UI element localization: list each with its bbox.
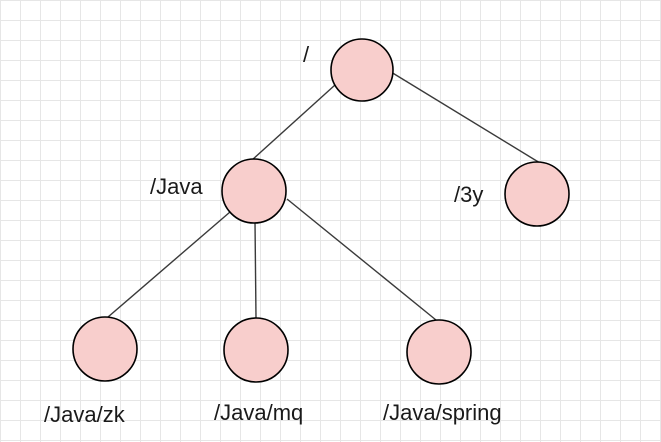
label-root: / bbox=[303, 42, 310, 67]
label-java: /Java bbox=[150, 174, 203, 199]
edge-java-zk bbox=[107, 211, 231, 318]
node-zk[interactable] bbox=[72, 316, 138, 382]
edge-java-spring bbox=[286, 198, 437, 321]
label-3y: /3y bbox=[454, 182, 483, 207]
edge-java-mq bbox=[254, 221, 257, 319]
node-java[interactable] bbox=[221, 158, 287, 224]
node-mq[interactable] bbox=[223, 317, 289, 383]
edge-root-java bbox=[251, 84, 336, 161]
edge-root-3y bbox=[390, 71, 541, 164]
node-3y[interactable] bbox=[504, 161, 570, 227]
node-spring[interactable] bbox=[406, 319, 472, 385]
node-root[interactable] bbox=[330, 38, 394, 102]
label-mq: /Java/mq bbox=[214, 400, 303, 425]
label-spring: /Java/spring bbox=[383, 400, 502, 425]
label-zk: /Java/zk bbox=[44, 402, 126, 427]
